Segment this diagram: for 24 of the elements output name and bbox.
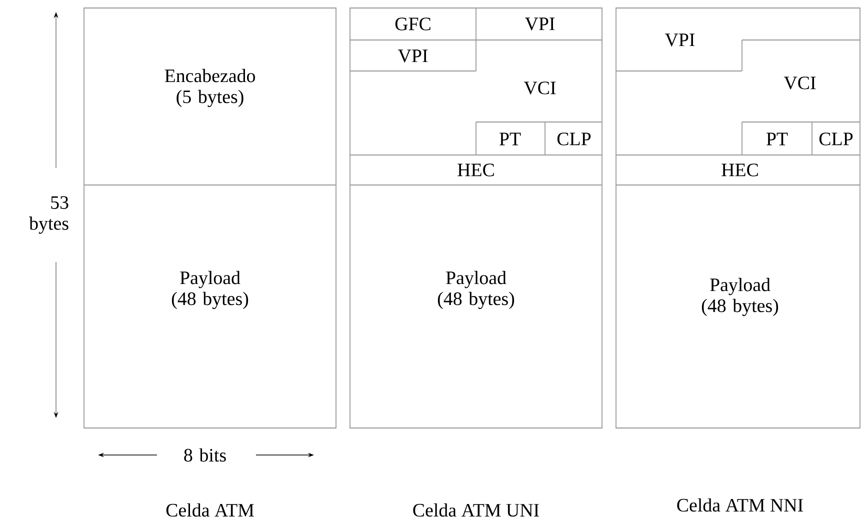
field-label: HEC bbox=[722, 164, 758, 176]
cell-caption: Celda ATM NNI bbox=[677, 498, 803, 512]
field-label: VPI bbox=[524, 18, 555, 30]
field-label: PT bbox=[766, 132, 788, 146]
field-label: Payload (48 bytes) bbox=[172, 270, 248, 310]
dimension-label: 53 bytes bbox=[29, 196, 68, 234]
cell-caption: Celda ATM UNI bbox=[413, 503, 539, 517]
cell-caption: Celda ATM bbox=[166, 503, 254, 517]
cell-frame bbox=[84, 8, 336, 428]
field-label: CLP bbox=[557, 132, 591, 146]
field-label: GFC bbox=[395, 18, 430, 30]
field-label: Encabezado (5 bytes) bbox=[164, 68, 255, 108]
field-label: VCI bbox=[524, 82, 556, 94]
cell-frame bbox=[350, 8, 602, 428]
field-label: VPI bbox=[664, 34, 695, 46]
field-label: CLP bbox=[819, 132, 853, 146]
dimension-label: 8 bits bbox=[184, 448, 226, 462]
field-label: PT bbox=[500, 132, 521, 146]
field-label: VCI bbox=[784, 76, 816, 90]
field-label: VPI bbox=[398, 50, 428, 62]
field-label: HEC bbox=[458, 164, 494, 176]
field-label: Payload (48 bytes) bbox=[702, 278, 778, 316]
field-label: Payload (48 bytes) bbox=[438, 270, 514, 310]
cell-frame bbox=[616, 8, 860, 428]
